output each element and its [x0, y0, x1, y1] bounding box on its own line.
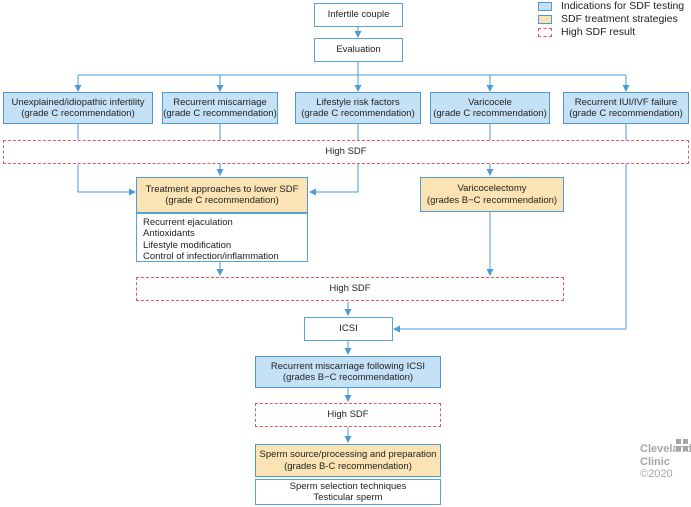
node-unexplained-infertility: Unexplained/idiopathic infertility (grad…: [3, 92, 153, 124]
cleveland-clinic-logo: Cleveland Clinic ©2020: [640, 439, 691, 481]
node-icsi: ICSI: [304, 317, 393, 341]
node-grade: (grade C recommendation): [21, 108, 135, 119]
legend-indications: Indications for SDF testing: [538, 0, 684, 12]
node-high-sdf-3: High SDF: [255, 403, 441, 427]
sperm-source-list: Sperm selection techniques Testicular sp…: [255, 479, 441, 505]
node-lifestyle-risk: Lifestyle risk factors (grade C recommen…: [295, 92, 421, 124]
logo-line: Clinic: [640, 455, 670, 468]
node-evaluation: Evaluation: [314, 38, 403, 62]
node-varicocelectomy: Varicocelectomy (grades B−C recommendati…: [420, 177, 564, 212]
node-label: High SDF: [325, 146, 367, 158]
node-grade: (grade C recommendation): [433, 108, 547, 119]
node-title: Treatment approaches to lower SDF: [145, 183, 299, 195]
legend-treatment: SDF treatment strategies: [538, 13, 678, 25]
node-grade: (grades B-C recommendation): [284, 460, 412, 472]
legend-swatch-tan: [538, 14, 552, 24]
node-grade: (grade C recommendation): [301, 108, 415, 119]
list-item: Antioxidants: [143, 228, 195, 240]
node-infertile-couple: Infertile couple: [314, 3, 403, 27]
node-label: High SDF: [329, 283, 371, 295]
copyright: ©2020: [640, 468, 673, 481]
cleveland-clinic-mark-icon: [676, 439, 688, 451]
legend-high-sdf: High SDF result: [538, 26, 635, 38]
node-recurrent-miscarriage-icsi: Recurrent miscarriage following ICSI (gr…: [255, 356, 441, 388]
node-title: Recurrent IUI/IVF failure: [574, 96, 678, 108]
node-label: ICSI: [339, 323, 358, 335]
node-grade: (grades B−C recommendation): [426, 194, 558, 206]
list-item: Testicular sperm: [313, 492, 383, 503]
legend-label: Indications for SDF testing: [561, 0, 685, 12]
node-title: Varicocelectomy: [457, 183, 527, 195]
legend-swatch-dashed: [538, 27, 552, 37]
list-item: Recurrent ejaculation: [143, 217, 233, 228]
node-recurrent-miscarriage: Recurrent miscarriage (grade C recommend…: [162, 92, 278, 124]
arrow-iui-icsi: [393, 124, 627, 333]
node-grade: (grade C recommendation): [569, 108, 683, 119]
legend-swatch-blue: [538, 1, 552, 11]
node-label: Infertile couple: [327, 9, 390, 21]
node-title: Unexplained/idiopathic infertility: [11, 96, 145, 108]
node-grade: (grade C recommendation): [165, 195, 279, 206]
node-treatment-approaches: Treatment approaches to lower SDF (grade…: [136, 177, 308, 213]
node-sperm-source: Sperm source/processing and preparation …: [255, 444, 441, 477]
list-item: Lifestyle modification: [143, 239, 232, 251]
node-title: Recurrent miscarriage following ICSI: [270, 360, 426, 372]
node-label: Evaluation: [336, 44, 381, 56]
legend-label: High SDF result: [561, 26, 636, 38]
node-title: Recurrent miscarriage: [173, 96, 267, 108]
node-grade: (grade C recommendation): [163, 108, 277, 119]
node-high-sdf-2: High SDF: [136, 277, 564, 301]
node-label: High SDF: [327, 409, 369, 421]
list-item: Control of infection/inflammation: [143, 251, 279, 263]
legend-label: SDF treatment strategies: [561, 13, 678, 25]
node-title: Lifestyle risk factors: [316, 96, 400, 108]
node-title: Varicocele: [468, 96, 512, 108]
node-varicocele: Varicocele (grade C recommendation): [430, 92, 550, 124]
list-item: Sperm selection techniques: [289, 480, 407, 492]
node-high-sdf-1: High SDF: [3, 140, 689, 164]
node-title: Sperm source/processing and preparation: [259, 449, 437, 461]
node-grade: (grades B−C recommendation): [282, 372, 414, 383]
treatment-list: Recurrent ejaculation Antioxidants Lifes…: [136, 213, 308, 262]
node-recurrent-iui-ivf: Recurrent IUI/IVF failure (grade C recom…: [563, 92, 689, 124]
